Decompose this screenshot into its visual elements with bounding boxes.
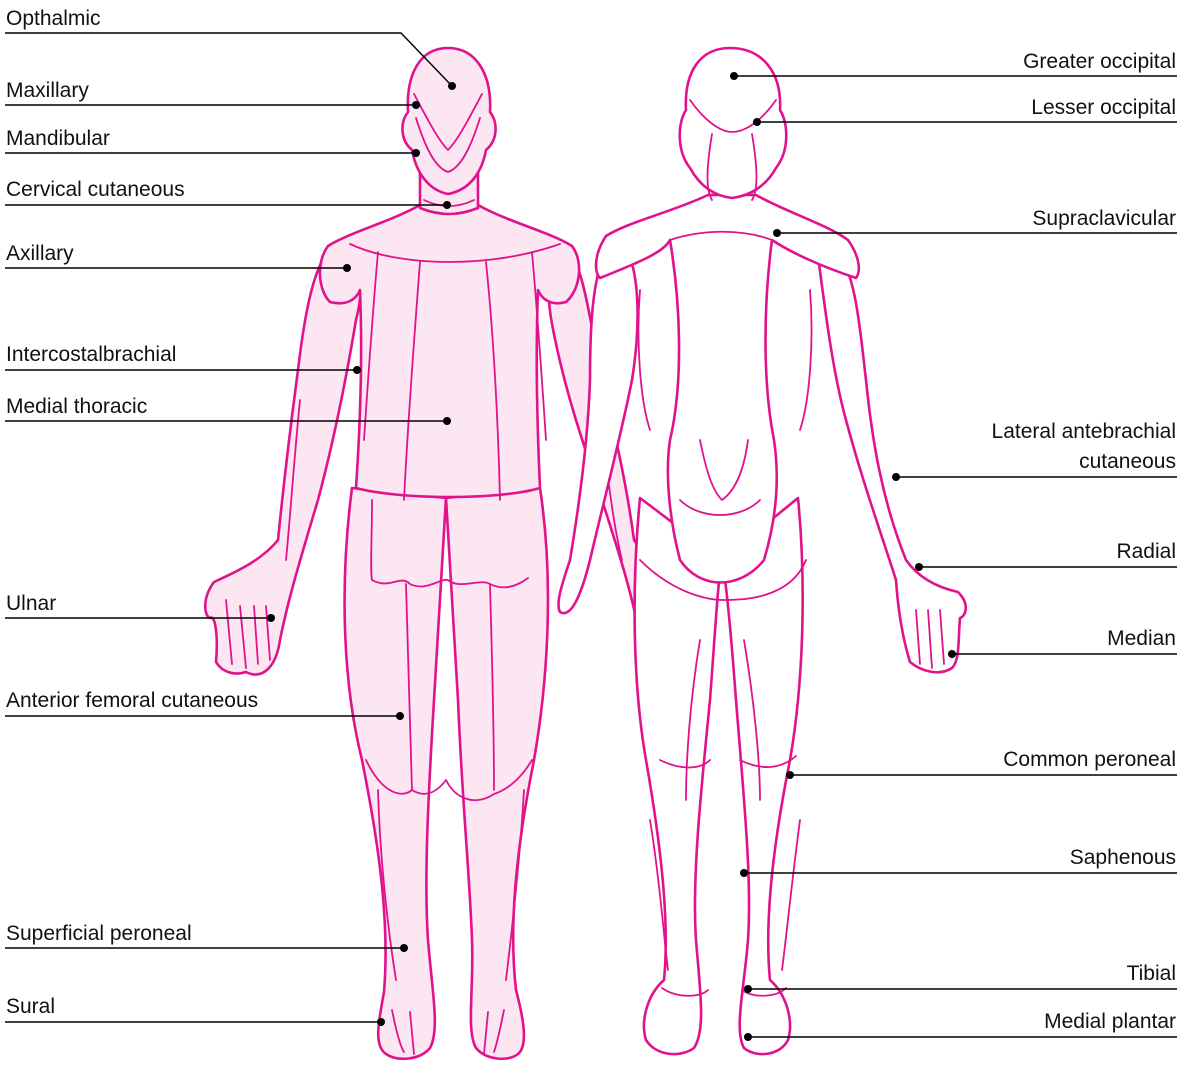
label-saphenous: Saphenous [1070,846,1176,869]
label-ulnar: Ulnar [6,592,56,615]
label-lateral-antebrachial-line1: Lateral antebrachial [992,420,1176,443]
label-medial-thoracic: Medial thoracic [6,395,147,418]
label-opthalmic: Opthalmic [6,7,101,30]
label-sural: Sural [6,995,55,1018]
label-greater-occipital: Greater occipital [1023,50,1176,73]
back-head [680,48,787,198]
label-cervical-cutaneous: Cervical cutaneous [6,178,185,201]
label-supraclavicular: Supraclavicular [1032,207,1176,230]
label-common-peroneal: Common peroneal [1003,748,1176,771]
right-labels: Greater occipital Lesser occipital Supra… [992,50,1176,1033]
front-body-figure [205,48,697,1059]
label-intercostalbrachial: Intercostalbrachial [6,343,176,366]
label-lesser-occipital: Lesser occipital [1031,96,1176,119]
front-left-arm [205,244,361,674]
label-lateral-antebrachial-line2: cutaneous [1079,450,1176,473]
back-torso [596,195,859,583]
label-mandibular: Mandibular [6,127,110,150]
front-right-leg [446,488,548,1059]
label-axillary: Axillary [6,242,74,265]
left-labels: Opthalmic Maxillary Mandibular Cervical … [6,7,258,1018]
label-maxillary: Maxillary [6,79,89,102]
label-anterior-femoral-cutaneous: Anterior femoral cutaneous [6,689,258,712]
back-right-arm [818,250,966,672]
label-tibial: Tibial [1127,962,1176,985]
label-radial: Radial [1116,540,1176,563]
label-superficial-peroneal: Superficial peroneal [6,922,192,945]
label-medial-plantar: Medial plantar [1044,1010,1176,1033]
label-median: Median [1107,627,1176,650]
